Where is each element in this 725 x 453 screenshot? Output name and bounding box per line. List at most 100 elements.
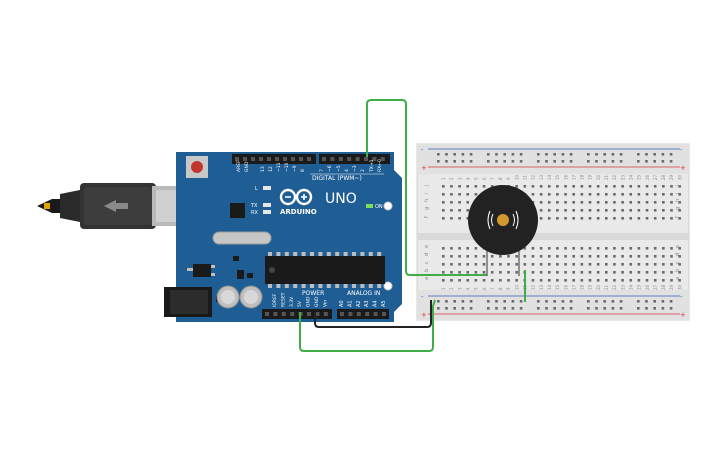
breadboard-hole[interactable] [450,209,453,212]
breadboard-hole[interactable] [458,217,461,220]
breadboard-hole[interactable] [637,263,641,266]
header-pin[interactable] [259,157,263,161]
breadboard-hole[interactable] [547,193,551,196]
breadboard-hole[interactable] [458,185,461,188]
breadboard-hole[interactable] [637,185,641,188]
breadboard-hole[interactable] [580,247,584,250]
breadboard-hole[interactable] [588,217,592,220]
rail-hole[interactable] [669,153,673,156]
rail-hole[interactable] [553,160,556,163]
header-pin[interactable] [265,312,269,316]
rail-hole[interactable] [445,307,448,310]
breadboard-hole[interactable] [637,193,641,196]
rail-hole[interactable] [453,307,456,310]
header-pin[interactable] [355,157,360,161]
rail-hole[interactable] [461,307,465,310]
breadboard-hole[interactable] [515,263,518,266]
breadboard-hole[interactable] [662,255,665,258]
rail-hole[interactable] [495,300,498,303]
piezo-buzzer[interactable] [468,185,538,276]
breadboard-hole[interactable] [442,209,445,212]
breadboard-hole[interactable] [653,271,657,274]
breadboard-hole[interactable] [678,255,681,258]
breadboard-hole[interactable] [670,217,673,220]
header-pin[interactable] [348,312,353,316]
breadboard-hole[interactable] [531,193,535,196]
breadboard-hole[interactable] [637,201,641,204]
breadboard-hole[interactable] [670,201,673,204]
breadboard-hole[interactable] [466,193,470,196]
breadboard-hole[interactable] [678,247,681,250]
rail-hole[interactable] [469,300,473,303]
breadboard-hole[interactable] [490,279,494,282]
rail-hole[interactable] [495,307,498,310]
header-pin[interactable] [356,312,361,316]
breadboard-hole[interactable] [499,263,502,266]
header-pin[interactable] [330,157,335,161]
breadboard-hole[interactable] [662,193,665,196]
breadboard-hole[interactable] [474,185,478,188]
breadboard-hole[interactable] [547,255,551,258]
breadboard-hole[interactable] [539,271,543,274]
header-pin[interactable] [273,312,278,316]
rail-hole[interactable] [519,153,523,156]
breadboard-hole[interactable] [531,279,535,282]
rail-hole[interactable] [537,153,540,156]
breadboard-hole[interactable] [466,209,470,212]
rail-hole[interactable] [653,307,656,310]
breadboard-hole[interactable] [637,279,641,282]
breadboard-hole[interactable] [564,185,567,188]
breadboard-hole[interactable] [670,255,673,258]
reset-button[interactable] [186,156,208,178]
header-pin[interactable] [235,157,239,161]
breadboard-hole[interactable] [556,247,559,250]
breadboard-hole[interactable] [613,263,616,266]
breadboard-hole[interactable] [458,201,461,204]
rail-hole[interactable] [595,160,598,163]
breadboard-hole[interactable] [490,271,494,274]
breadboard-hole[interactable] [531,263,535,266]
breadboard-hole[interactable] [523,247,527,250]
rail-hole[interactable] [669,160,673,163]
breadboard-hole[interactable] [588,201,592,204]
rail-hole[interactable] [487,153,490,156]
breadboard-hole[interactable] [450,271,453,274]
breadboard-hole[interactable] [539,255,543,258]
breadboard-hole[interactable] [596,247,600,250]
breadboard-hole[interactable] [621,185,624,188]
rail-hole[interactable] [545,153,548,156]
breadboard-hole[interactable] [678,193,681,196]
breadboard-hole[interactable] [442,247,445,250]
breadboard-hole[interactable] [645,185,649,188]
breadboard-hole[interactable] [466,201,470,204]
breadboard-hole[interactable] [605,247,608,250]
rail-hole[interactable] [519,160,523,163]
breadboard-hole[interactable] [605,193,608,196]
header-pin[interactable] [323,312,328,316]
breadboard-hole[interactable] [662,209,665,212]
breadboard-hole[interactable] [482,263,486,266]
breadboard-hole[interactable] [629,201,633,204]
rail-hole[interactable] [619,153,623,156]
breadboard-hole[interactable] [678,279,681,282]
breadboard-hole[interactable] [637,271,641,274]
breadboard-hole[interactable] [645,247,649,250]
header-pin[interactable] [380,157,385,161]
header-pin[interactable] [340,312,344,316]
breadboard-hole[interactable] [482,185,486,188]
breadboard-hole[interactable] [621,279,624,282]
breadboard-hole[interactable] [572,279,575,282]
rail-hole[interactable] [519,300,523,303]
rail-hole[interactable] [595,153,598,156]
rail-hole[interactable] [469,153,473,156]
breadboard-hole[interactable] [588,193,592,196]
breadboard-hole[interactable] [531,185,535,188]
rail-hole[interactable] [487,160,490,163]
breadboard-hole[interactable] [678,185,681,188]
breadboard-hole[interactable] [653,255,657,258]
breadboard-hole[interactable] [670,263,673,266]
breadboard-hole[interactable] [621,271,624,274]
rail-hole[interactable] [461,160,465,163]
header-pin[interactable] [283,157,287,161]
breadboard-hole[interactable] [588,185,592,188]
